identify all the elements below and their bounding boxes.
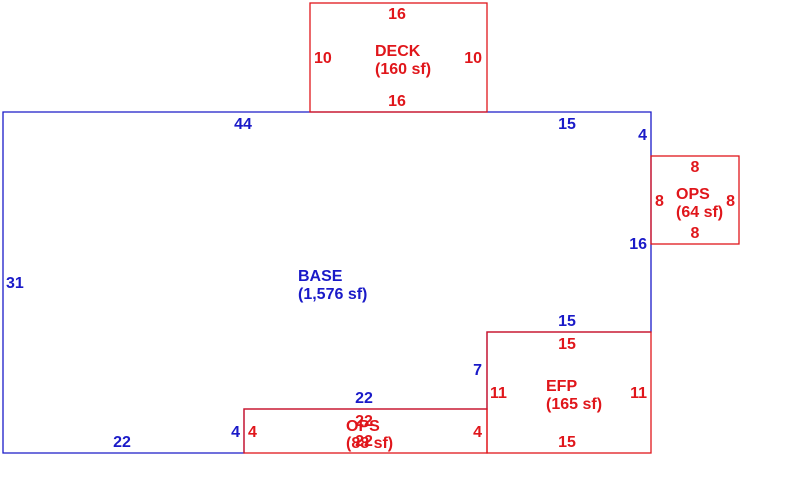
ops-bottom-outline [243,408,488,454]
efp-dim-left: 11 [490,385,507,402]
ops-right-dim-right: 8 [726,193,735,210]
base-dim-bottom: 22 [113,434,131,451]
efp-area-label: (165 sf) [546,396,602,413]
efp-name-label: EFP [546,378,577,395]
base-name-label: BASE [298,268,343,285]
deck-dim-top: 16 [388,6,406,23]
deck-area-label: (160 sf) [375,61,431,78]
deck-outline [309,2,488,113]
ops-right-name-label: OPS [676,186,710,203]
base-dim-step-side: 7 [473,362,482,379]
ops-right-dim-top: 8 [691,159,700,176]
ops-bottom-dim-right: 4 [473,424,482,441]
deck-name-label: DECK [375,43,421,60]
base-dim-step-top: 15 [558,313,576,330]
deck-dim-left: 10 [314,50,332,67]
base-dim-right-upper: 4 [638,127,647,144]
ops-right-area-label: (64 sf) [676,204,723,221]
base-area-label: (1,576 sf) [298,286,367,303]
ops-bottom-dim-left: 4 [248,424,257,441]
efp-outline [486,331,652,454]
deck-dim-right: 10 [464,50,482,67]
ops-bottom-dim-bottom: 22 [355,433,373,450]
ops-bottom-area-label: (88 sf) [346,435,393,452]
base-dim-top-right: 15 [558,116,576,133]
base-dim-notch-top: 22 [355,390,373,407]
base-dim-left: 31 [6,275,24,292]
efp-dim-bottom: 15 [558,434,576,451]
ops-right-dim-left: 8 [655,193,664,210]
ops-bottom-dim-top: 22 [355,413,373,430]
ops-bottom-name-label: OPS [346,418,380,435]
efp-dim-right: 11 [630,385,647,402]
ops-right-outline [650,155,740,245]
base-dim-top-left: 44 [234,116,252,133]
efp-dim-top: 15 [558,336,576,353]
deck-dim-bottom: 16 [388,93,406,110]
base-dim-right-lower: 16 [629,236,647,253]
base-dim-notch-side: 4 [231,424,240,441]
ops-right-dim-bottom: 8 [691,225,700,242]
